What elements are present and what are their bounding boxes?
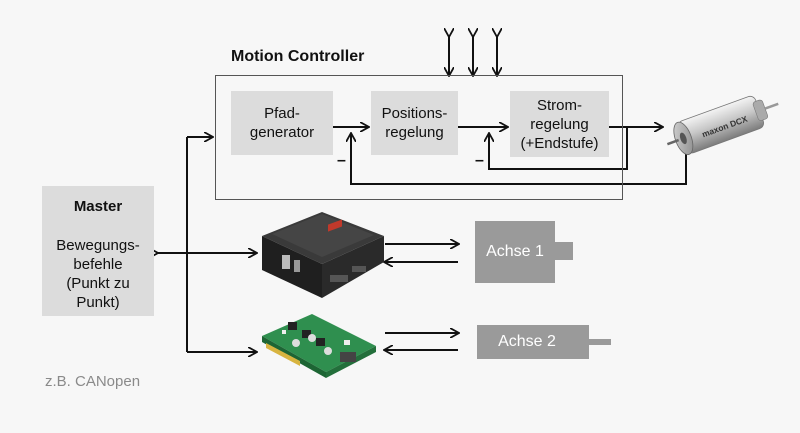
path-generator-block: Pfad- generator bbox=[231, 91, 333, 155]
axis-1-label: Achse 1 bbox=[486, 243, 544, 260]
axis-2-label: Achse 2 bbox=[498, 333, 556, 350]
master-description: Bewegungs- befehle (Punkt zu Punkt) bbox=[56, 237, 140, 311]
current-minus-sign: – bbox=[475, 152, 484, 169]
master-block: Master Bewegungs- befehle (Punkt zu Punk… bbox=[42, 186, 154, 316]
motion-controller-frame bbox=[215, 75, 623, 200]
master-title: Master bbox=[73, 198, 123, 215]
position-control-block: Positions- regelung bbox=[371, 91, 458, 155]
bus-note: z.B. CANopen bbox=[45, 373, 141, 390]
position-minus-sign: – bbox=[337, 152, 346, 169]
motion-controller-title: Motion Controller bbox=[231, 48, 365, 65]
current-control-block: Strom- regelung (+Endstufe) bbox=[510, 91, 609, 157]
